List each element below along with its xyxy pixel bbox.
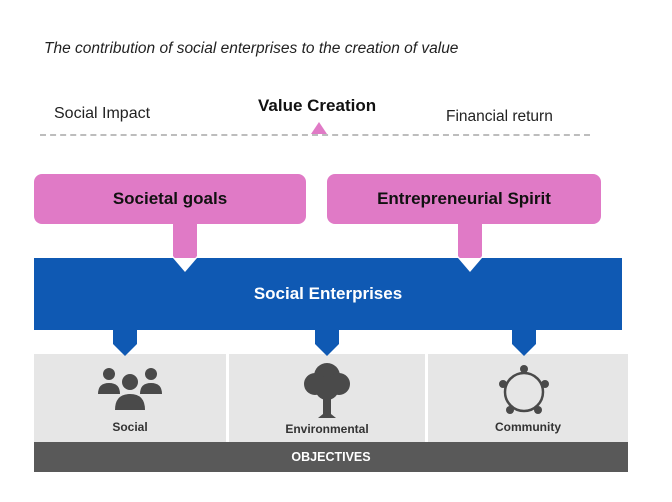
goal-box-entrepreneurial: Entrepreneurial Spirit xyxy=(327,174,601,224)
community-circle-icon xyxy=(496,364,552,416)
axis-label-value-creation: Value Creation xyxy=(258,96,377,115)
social-enterprises-band: Social Enterprises xyxy=(34,258,622,330)
band-tab-social xyxy=(113,330,137,344)
value-axis-arrow-icon xyxy=(311,122,327,134)
diagram-subtitle: The contribution of social enterprises t… xyxy=(44,40,459,57)
goal-box-societal: Societal goals xyxy=(34,174,306,224)
band-notch-right xyxy=(458,258,482,272)
social-enterprises-label: Social Enterprises xyxy=(253,284,403,303)
objectives-bar: OBJECTIVES xyxy=(34,442,628,472)
band-arrow-environmental-icon xyxy=(315,344,339,356)
goal-connector-entrepreneurial xyxy=(458,222,482,256)
objective-panel-social: Social xyxy=(34,354,226,442)
band-arrow-social-icon xyxy=(113,344,137,356)
band-arrow-community-icon xyxy=(512,344,536,356)
people-group-icon xyxy=(96,366,164,412)
goal-label-societal: Societal goals xyxy=(112,189,228,208)
objective-label-community: Community xyxy=(495,420,561,434)
objective-panel-community: Community xyxy=(428,354,628,442)
goal-connector-societal xyxy=(173,222,197,256)
band-tab-community xyxy=(512,330,536,344)
value-axis-dashed-line xyxy=(40,134,590,136)
goal-label-entrepreneurial: Entrepreneurial Spirit xyxy=(377,189,551,208)
axis-label-social-impact: Social Impact xyxy=(54,105,151,122)
band-tab-environmental xyxy=(315,330,339,344)
band-notch-left xyxy=(173,258,197,272)
objective-label-environmental: Environmental xyxy=(285,422,369,436)
axis-label-financial-return: Financial return xyxy=(446,108,553,125)
objective-panel-environmental: Environmental xyxy=(229,354,425,442)
tree-icon xyxy=(303,360,351,418)
objective-label-social: Social xyxy=(112,420,148,434)
objectives-bar-label: OBJECTIVES xyxy=(291,450,371,464)
